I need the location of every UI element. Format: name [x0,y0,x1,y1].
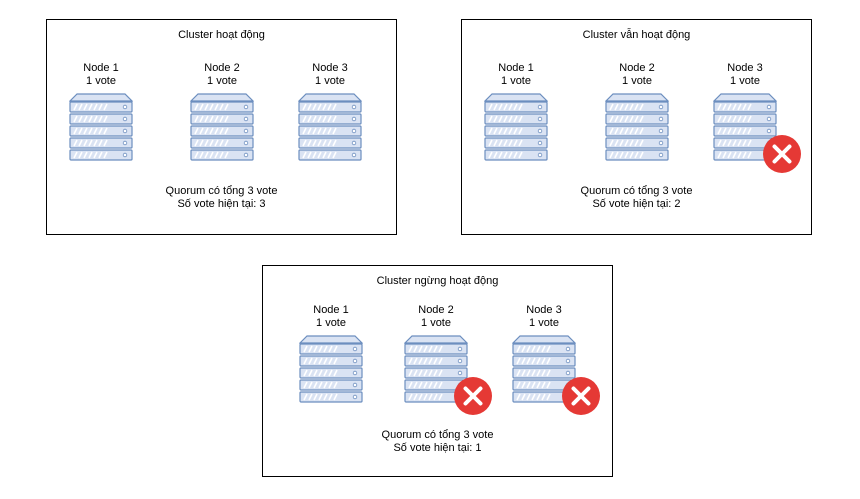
node-1: Node 1 1 vote [476,62,556,161]
node-votes: 1 vote [730,75,760,87]
quorum-total: Quorum có tổng 3 vote [580,185,693,197]
current-votes: Số vote hiện tại: 1 [393,442,482,454]
server-icon [298,93,362,161]
node-name: Node 2 [619,62,655,74]
node-votes: 1 vote [207,75,237,87]
node-votes: 1 vote [501,75,531,87]
node-name: Node 3 [312,62,348,74]
quorum-total: Quorum có tổng 3 vote [165,185,278,197]
failure-x-icon [562,377,600,415]
node-votes: 1 vote [316,317,346,329]
node-name: Node 1 [313,304,349,316]
failure-x-icon [763,135,801,173]
node-2: Node 2 1 vote [396,304,492,415]
node-1: Node 1 1 vote [291,304,371,403]
node-votes: 1 vote [622,75,652,87]
panel-title: Cluster ngừng hoạt động [376,275,499,287]
panel-title: Cluster vẫn hoạt động [582,29,691,41]
node-1: Node 1 1 vote [61,62,141,161]
node-name: Node 3 [727,62,763,74]
cluster-panel-active: Cluster hoạt động Node 1 1 vote Node 2 1… [46,19,397,235]
node-name: Node 3 [526,304,562,316]
node-name: Node 1 [83,62,119,74]
current-votes: Số vote hiện tại: 3 [177,198,266,210]
node-votes: 1 vote [86,75,116,87]
server-icon [713,93,777,161]
node-votes: 1 vote [315,75,345,87]
current-votes: Số vote hiện tại: 2 [592,198,681,210]
node-name: Node 1 [498,62,534,74]
panel-title: Cluster hoạt động [178,29,265,41]
server-icon [512,335,576,403]
node-name: Node 2 [204,62,240,74]
node-3: Node 3 1 vote [290,62,370,161]
failure-x-icon [454,377,492,415]
quorum-total: Quorum có tổng 3 vote [381,429,494,441]
node-votes: 1 vote [529,317,559,329]
server-icon [69,93,133,161]
server-icon [190,93,254,161]
node-2: Node 2 1 vote [597,62,677,161]
cluster-panel-degraded: Cluster vẫn hoạt động Node 1 1 vote Node… [461,19,812,235]
node-name: Node 2 [418,304,454,316]
cluster-panel-stopped: Cluster ngừng hoạt động Node 1 1 vote No… [262,265,613,477]
server-icon [404,335,468,403]
node-3: Node 3 1 vote [705,62,801,173]
node-votes: 1 vote [421,317,451,329]
node-3: Node 3 1 vote [504,304,600,415]
server-icon [484,93,548,161]
server-icon [299,335,363,403]
node-2: Node 2 1 vote [182,62,262,161]
server-icon [605,93,669,161]
